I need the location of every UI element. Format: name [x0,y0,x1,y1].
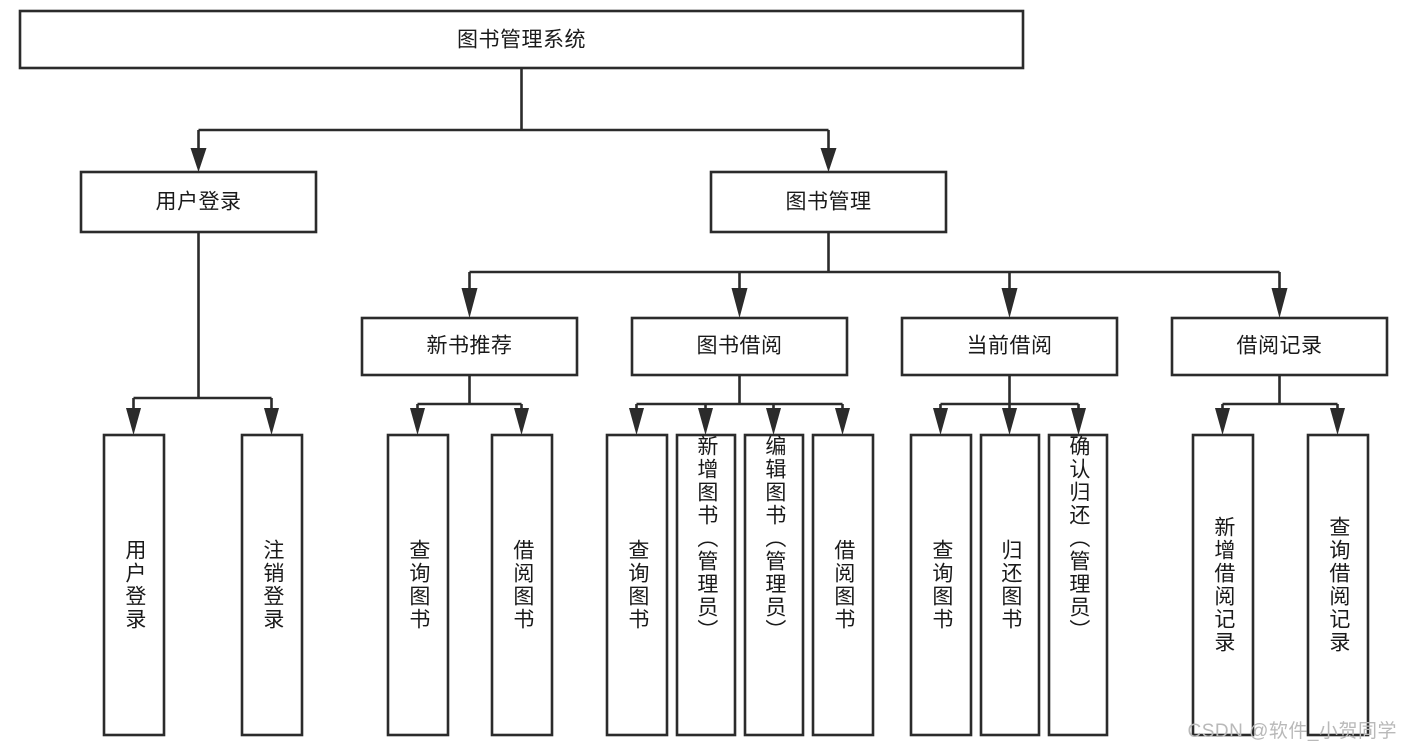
arrow-head-leaf-borrow-book-2 [835,408,850,435]
leaf-query-record-box[interactable] [1306,433,1370,737]
node-root-label: 图书管理系统 [457,29,586,52]
connectors-user-login-to-leaves [126,232,279,435]
node-user-login-box[interactable] [79,170,318,234]
arrow-head-leaf-logout [264,408,279,435]
leaf-add-book-box[interactable] [675,433,737,737]
node-book-management[interactable]: 图书管理 [709,170,948,234]
node-current-borrow[interactable]: 当前借阅 [900,316,1119,377]
leaf-query-book-2-box[interactable] [605,433,669,737]
arrow-head-leaf-confirm-return [1071,408,1086,435]
leaf-boxes [102,433,1370,737]
node-new-book-recommend-label: 新书推荐 [427,335,513,358]
node-new-book-recommend[interactable]: 新书推荐 [360,316,579,377]
arrow-head-current-borrow [1001,288,1018,318]
arrow-head-leaf-query-record [1330,408,1345,435]
node-root-box[interactable] [18,9,1025,70]
node-root[interactable]: 图书管理系统 [18,9,1025,70]
node-book-borrow[interactable]: 图书借阅 [630,316,849,377]
node-new-book-recommend-box[interactable] [360,316,579,377]
arrow-head-leaf-query-book-2 [629,408,644,435]
leaf-confirm-return-box[interactable] [1047,433,1109,737]
arrow-head-leaf-add-book [698,408,713,435]
connectors-root-to-level2 [190,68,837,172]
node-book-borrow-box[interactable] [630,316,849,377]
node-borrow-record[interactable]: 借阅记录 [1170,316,1389,377]
connectors-book-borrow-to-leaves [629,375,850,435]
node-user-login[interactable]: 用户登录 [79,170,318,234]
leaf-add-record-box[interactable] [1191,433,1255,737]
arrow-head-leaf-edit-book [766,408,781,435]
node-borrow-record-box[interactable] [1170,316,1389,377]
connectors-borrow-record-to-leaves [1215,375,1345,435]
node-current-borrow-label: 当前借阅 [967,335,1053,358]
arrow-head-leaf-user-login [126,408,141,435]
leaf-borrow-book-1-box[interactable] [490,433,554,737]
arrow-head-user-login [190,148,207,172]
leaf-borrow-book-2-box[interactable] [811,433,875,737]
connectors-current-borrow-to-leaves [933,375,1086,435]
leaf-user-login-box[interactable] [102,433,166,737]
leaf-query-book-3-box[interactable] [909,433,973,737]
node-user-login-label: 用户登录 [156,191,242,214]
arrow-head-book-borrow [731,288,748,318]
arrow-head-borrow-record [1271,288,1288,318]
node-borrow-record-label: 借阅记录 [1237,335,1323,358]
arrow-head-leaf-return-book [1002,408,1017,435]
arrow-head-leaf-query-book-1 [410,408,425,435]
arrow-head-leaf-borrow-book-1 [514,408,529,435]
arrow-head-leaf-query-book-3 [933,408,948,435]
node-book-borrow-label: 图书借阅 [697,335,783,358]
node-current-borrow-box[interactable] [900,316,1119,377]
arrow-head-book-management [820,148,837,172]
connectors-new-book-to-leaves [410,375,529,435]
arrow-head-new-book-recommend [461,288,478,318]
connectors-book-management-to-level3 [461,232,1288,318]
csdn-watermark: CSDN @软件_小贺同学 [1187,721,1397,742]
leaf-return-book-box[interactable] [979,433,1041,737]
leaf-query-book-1-box[interactable] [386,433,450,737]
leaf-logout-login-box[interactable] [240,433,304,737]
leaf-edit-book-box[interactable] [743,433,805,737]
node-book-management-label: 图书管理 [786,191,872,214]
arrow-head-leaf-add-record [1215,408,1230,435]
node-book-management-box[interactable] [709,170,948,234]
